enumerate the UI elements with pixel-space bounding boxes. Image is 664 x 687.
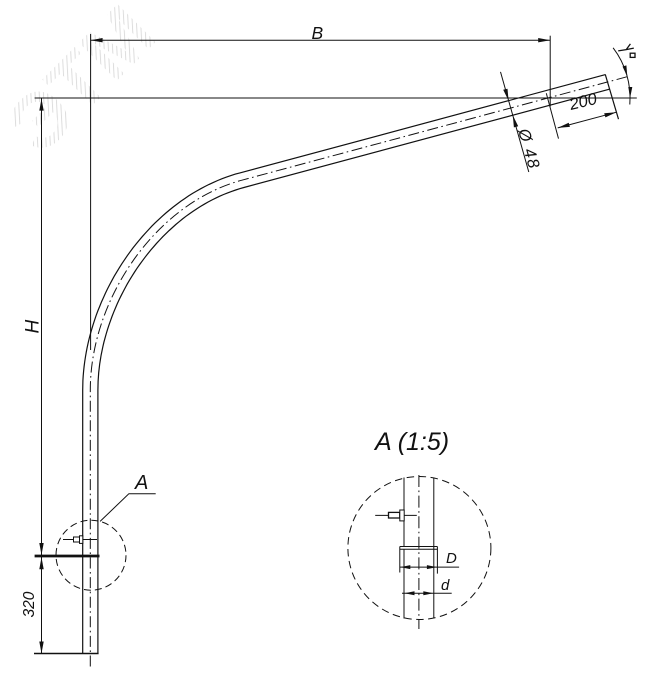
- svg-text:A (1:5): A (1:5): [373, 428, 449, 456]
- svg-text:d: d: [441, 577, 450, 594]
- svg-text:320: 320: [21, 591, 38, 617]
- svg-text:H: H: [23, 320, 44, 334]
- svg-text:D: D: [446, 550, 457, 567]
- svg-text:B: B: [312, 23, 324, 43]
- svg-text:A: A: [134, 472, 148, 494]
